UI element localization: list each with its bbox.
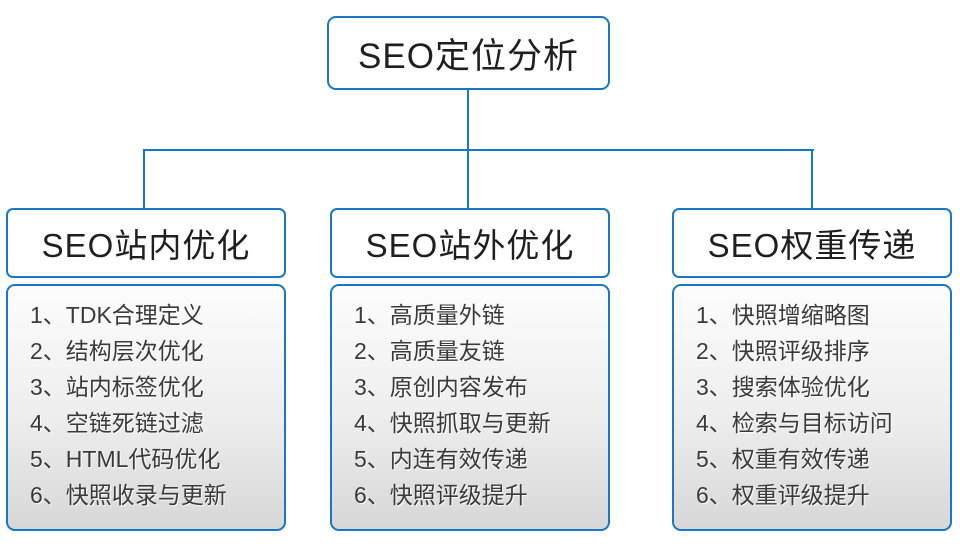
column-offsite-optimization: SEO站外优化 1、高质量外链 2、高质量友链 3、原创内容发布 4、快照抓取与更新 5…	[330, 208, 610, 531]
root-node: SEO定位分析	[327, 16, 610, 90]
column-onsite-optimization: SEO站内优化 1、TDK合理定义 2、结构层次优化 3、站内标签优化 4、空链死链过…	[6, 208, 286, 531]
connector-horizontal	[143, 149, 814, 151]
list-item: 5、权重有效传递	[696, 446, 870, 472]
column-header: SEO权重传递	[672, 208, 952, 278]
list-item: 5、HTML代码优化	[30, 446, 221, 472]
connector-left-branch	[143, 149, 145, 208]
column-weight-transfer: SEO权重传递 1、快照增缩略图 2、快照评级排序 3、搜索体验优化 4、检索与目标访…	[672, 208, 952, 531]
connector-right-branch	[811, 149, 813, 208]
list-item: 5、内连有效传递	[354, 446, 528, 472]
root-title: SEO定位分析	[358, 36, 579, 76]
column-title: SEO权重传递	[707, 227, 917, 264]
column-title: SEO站内优化	[41, 227, 251, 264]
column-title: SEO站外优化	[365, 227, 575, 264]
list-item: 3、原创内容发布	[354, 374, 528, 400]
list-item: 6、快照评级提升	[354, 482, 528, 508]
item-list: 1、高质量外链 2、高质量友链 3、原创内容发布 4、快照抓取与更新 5、内连有效传递 6…	[354, 297, 600, 513]
list-item: 6、权重评级提升	[696, 482, 870, 508]
column-list-panel: 1、高质量外链 2、高质量友链 3、原创内容发布 4、快照抓取与更新 5、内连有效传递 6…	[330, 284, 610, 531]
column-header: SEO站内优化	[6, 208, 286, 278]
list-item: 6、快照收录与更新	[30, 482, 227, 508]
column-list-panel: 1、TDK合理定义 2、结构层次优化 3、站内标签优化 4、空链死链过滤 5、HTML代…	[6, 284, 286, 531]
item-list: 1、快照增缩略图 2、快照评级排序 3、搜索体验优化 4、检索与目标访问 5、权重有效传…	[696, 297, 942, 513]
list-item: 1、高质量外链	[354, 302, 505, 328]
list-item: 3、站内标签优化	[30, 374, 204, 400]
list-item: 3、搜索体验优化	[696, 374, 870, 400]
column-list-panel: 1、快照增缩略图 2、快照评级排序 3、搜索体验优化 4、检索与目标访问 5、权重有效传…	[672, 284, 952, 531]
list-item: 4、空链死链过滤	[30, 410, 204, 436]
list-item: 2、高质量友链	[354, 338, 505, 364]
list-item: 2、结构层次优化	[30, 338, 204, 364]
column-header: SEO站外优化	[330, 208, 610, 278]
list-item: 2、快照评级排序	[696, 338, 870, 364]
list-item: 1、快照增缩略图	[696, 302, 870, 328]
list-item: 4、检索与目标访问	[696, 410, 893, 436]
item-list: 1、TDK合理定义 2、结构层次优化 3、站内标签优化 4、空链死链过滤 5、HTML代…	[30, 297, 276, 513]
list-item: 1、TDK合理定义	[30, 302, 204, 328]
list-item: 4、快照抓取与更新	[354, 410, 551, 436]
